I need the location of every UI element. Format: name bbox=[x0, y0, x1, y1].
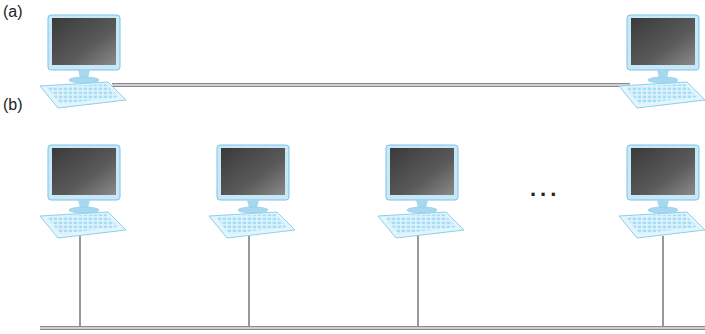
label-text: (a) bbox=[3, 3, 23, 20]
computer-icon bbox=[209, 145, 295, 238]
computer-icon bbox=[619, 145, 705, 238]
ellipsis: ... bbox=[530, 176, 560, 202]
label-text: ... bbox=[530, 176, 560, 201]
computer-icon bbox=[619, 15, 705, 108]
part-label: (b) bbox=[3, 96, 23, 114]
part-label: (a) bbox=[3, 3, 23, 21]
computer-icon bbox=[378, 145, 464, 238]
computer-icon bbox=[40, 15, 126, 108]
computer-icon bbox=[40, 145, 126, 238]
label-text: (b) bbox=[3, 96, 23, 113]
